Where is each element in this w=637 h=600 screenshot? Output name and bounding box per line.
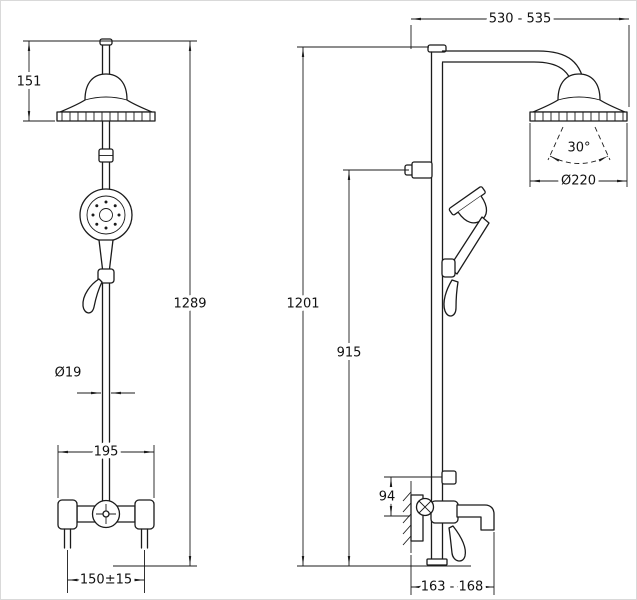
dim-label-head-height: 151 [17, 75, 42, 90]
side-mixer-union [441, 470, 457, 485]
front-hand-shower-handle [98, 239, 114, 274]
spray-angle: 30° [547, 126, 611, 164]
side-shower-head [529, 73, 628, 122]
mixer-spout [456, 504, 495, 531]
dim-label-height-handshower: 915 [337, 346, 362, 361]
dim-label-spray-angle: 30° [567, 141, 590, 156]
front-shower-head [56, 73, 156, 122]
dim-label-overall-height: 1289 [173, 297, 206, 312]
wall-bracket [404, 161, 433, 179]
front-pipe-union [98, 148, 114, 163]
dim-label-connection-centers: 150±15 [80, 573, 132, 588]
dim-head-height: 151 [13, 40, 197, 122]
dim-body-width: 195 [57, 441, 155, 498]
front-view: 151 1289 Ø19 195 150±15 [13, 38, 210, 593]
front-hand-shower-nozzles [91, 200, 121, 230]
side-hand-shower-handle [448, 216, 490, 275]
dim-height-handshower: 915 [333, 169, 409, 566]
dim-height-overall: 1201 [283, 46, 471, 567]
dim-pipe-diameter: Ø19 [51, 362, 135, 395]
dim-label-arm-reach: 530 - 535 [489, 12, 552, 27]
side-hand-shower [441, 186, 490, 317]
side-mixer [402, 470, 495, 562]
front-mixer-inlets [63, 528, 149, 549]
mixer-lever [448, 525, 466, 562]
side-view: 30° Ø220 530 - 535 [283, 8, 630, 598]
dim-label-wall-clearance: 163 - 168 [421, 580, 484, 595]
dim-label-height-overall: 1201 [286, 297, 319, 312]
front-diverter [82, 268, 115, 314]
dim-label-pipe-diameter: Ø19 [55, 366, 82, 381]
front-diverter-lever [82, 278, 103, 314]
holder-lever [443, 279, 459, 317]
front-mixer [57, 499, 155, 549]
dim-label-head-diameter: Ø220 [561, 174, 596, 189]
side-pipe-foot [426, 558, 448, 566]
wall-hatching [402, 491, 412, 546]
dim-label-body-width: 195 [94, 445, 119, 460]
dim-overall-height: 1289 [113, 41, 210, 567]
front-pipe-finial [99, 38, 113, 46]
side-pipe-finial [427, 44, 447, 53]
dim-label-outlet-offset: 94 [379, 490, 396, 505]
hand-shower-holder [441, 258, 456, 278]
front-head-ribs [61, 112, 151, 121]
dim-outlet-offset: 94 [375, 476, 442, 517]
front-hand-shower [79, 188, 133, 274]
side-hand-shower-face [448, 186, 486, 216]
dim-arm-reach: 530 - 535 [410, 8, 630, 107]
dim-head-diameter: Ø220 [529, 123, 628, 192]
dim-connection-centers: 150±15 [67, 550, 145, 593]
front-riser-pipe [99, 38, 113, 508]
side-head-ribs [534, 112, 624, 121]
mixer-body [430, 500, 459, 524]
dim-wall-clearance: 163 - 168 [410, 532, 495, 598]
